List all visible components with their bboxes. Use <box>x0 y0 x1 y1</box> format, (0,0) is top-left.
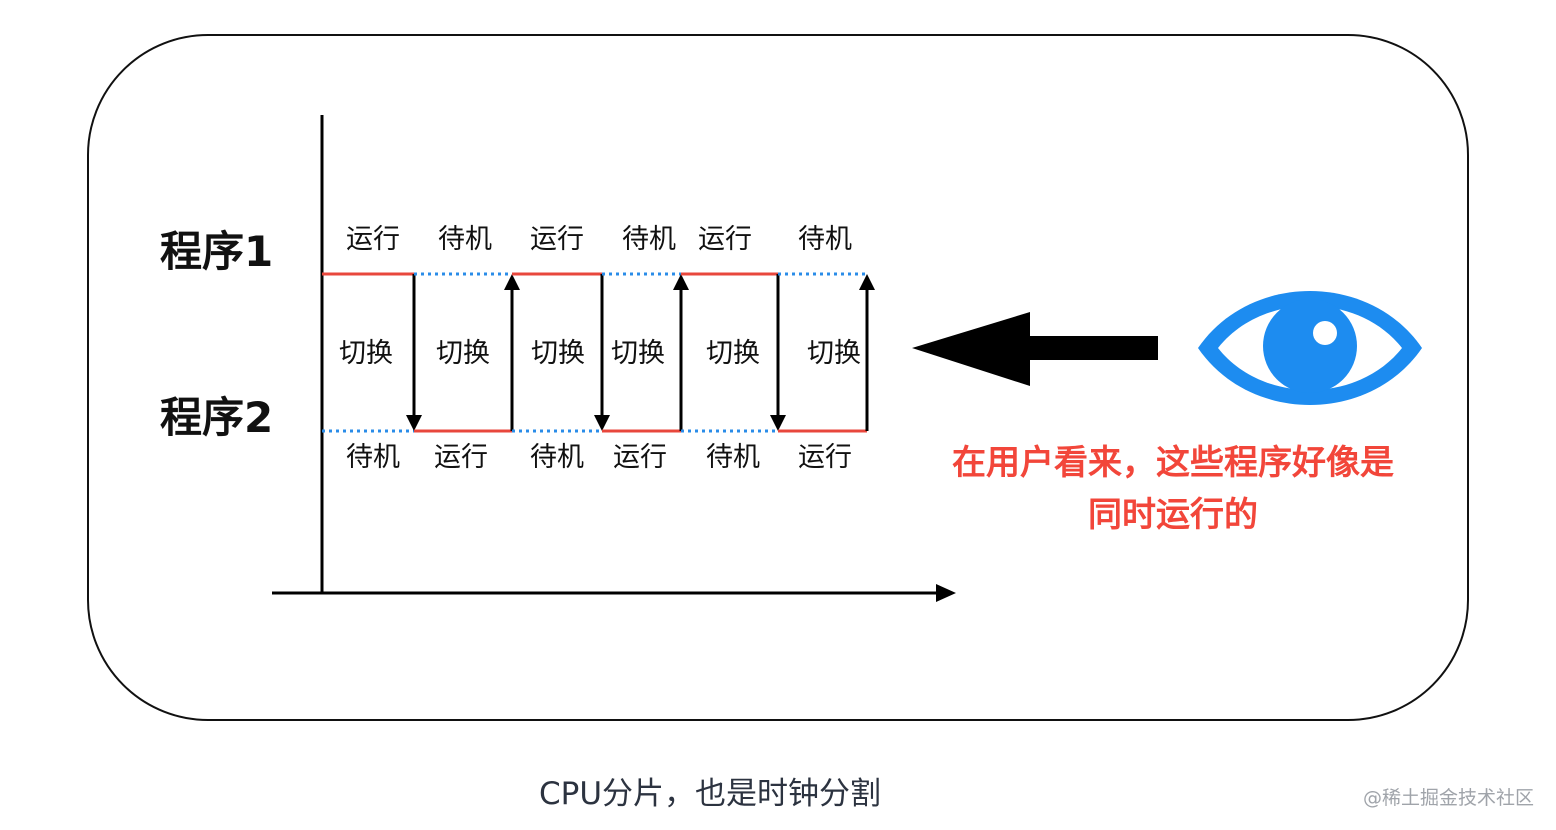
frame-border <box>87 34 1469 721</box>
switch-label: 切换 <box>807 338 861 369</box>
annotation-line1: 在用户看来，这些程序好像是 <box>952 443 1394 483</box>
program1-label: 程序1 <box>160 227 273 276</box>
eye-icon <box>1198 291 1422 405</box>
program2-label: 程序2 <box>160 393 273 442</box>
switch-arrowhead-up <box>504 274 520 290</box>
program2-state-label: 运行 <box>434 442 488 473</box>
annotation-line2: 同时运行的 <box>1088 495 1258 535</box>
switch-label: 切换 <box>531 338 585 369</box>
program1-state-label: 待机 <box>622 224 676 255</box>
x-axis-arrowhead <box>936 584 956 602</box>
program2-state-label: 运行 <box>798 442 852 473</box>
program2-state-label: 待机 <box>530 442 584 473</box>
watermark: @稀土掘金技术社区 <box>1362 787 1534 809</box>
program2-state-label: 待机 <box>346 442 400 473</box>
switch-label: 切换 <box>436 338 490 369</box>
program2-state-label: 待机 <box>706 442 760 473</box>
figure-caption: CPU分片，也是时钟分割 <box>538 776 882 812</box>
switch-label: 切换 <box>706 338 760 369</box>
switch-arrowhead-up <box>859 274 875 290</box>
program1-state-label: 运行 <box>530 224 584 255</box>
switch-label: 切换 <box>339 338 393 369</box>
program1-state-label: 运行 <box>346 224 400 255</box>
switch-label: 切换 <box>611 338 665 369</box>
switch-arrowhead-up <box>673 274 689 290</box>
left-arrow-icon <box>912 312 1158 386</box>
switch-arrowhead-down <box>406 415 422 431</box>
switch-arrowhead-down <box>594 415 610 431</box>
program1-state-label: 运行 <box>698 224 752 255</box>
program2-state-label: 运行 <box>613 442 667 473</box>
program1-state-label: 待机 <box>798 224 852 255</box>
switch-arrowhead-down <box>770 415 786 431</box>
program1-state-label: 待机 <box>438 224 492 255</box>
